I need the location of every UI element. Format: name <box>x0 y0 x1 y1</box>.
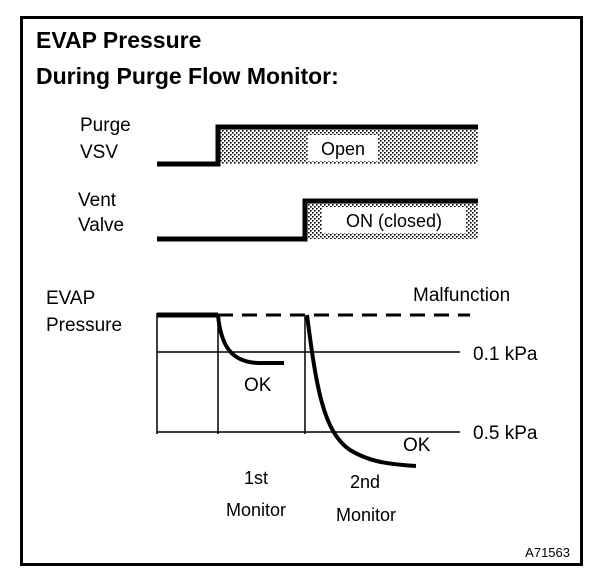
vent-label-2: Valve <box>78 215 124 236</box>
purge-state-box <box>308 135 378 161</box>
ok-label-2: OK <box>403 435 431 456</box>
purge-state-label: Open <box>321 139 365 159</box>
evap-label-1: EVAP <box>46 288 95 309</box>
title-line-1: EVAP Pressure <box>36 27 201 53</box>
vent-valve-signal <box>157 198 478 242</box>
vent-state-box <box>322 207 466 233</box>
evap-label-2: Pressure <box>46 315 122 336</box>
monitor2-label-2: Monitor <box>336 505 396 525</box>
monitor2-label-1: 2nd <box>350 472 380 492</box>
monitor1-label-2: Monitor <box>226 500 286 520</box>
purge-label-2: VSV <box>80 142 118 163</box>
monitor1-label-1: 1st <box>244 468 268 488</box>
figure-frame <box>20 16 583 566</box>
second-monitor-curve <box>305 314 417 468</box>
figure-code: A71563 <box>525 545 570 560</box>
purge-vsv-signal <box>157 124 478 167</box>
kpa-05-label: 0.5 kPa <box>473 423 538 444</box>
ok-label-1: OK <box>244 375 272 396</box>
vent-state-label: ON (closed) <box>346 211 442 231</box>
title-line-2: During Purge Flow Monitor: <box>36 63 339 89</box>
vent-label-1: Vent <box>78 190 117 211</box>
malfunction-label: Malfunction <box>413 285 510 306</box>
kpa-01-label: 0.1 kPa <box>473 344 538 365</box>
purge-label-1: Purge <box>80 115 131 136</box>
first-monitor-curve <box>216 314 284 365</box>
